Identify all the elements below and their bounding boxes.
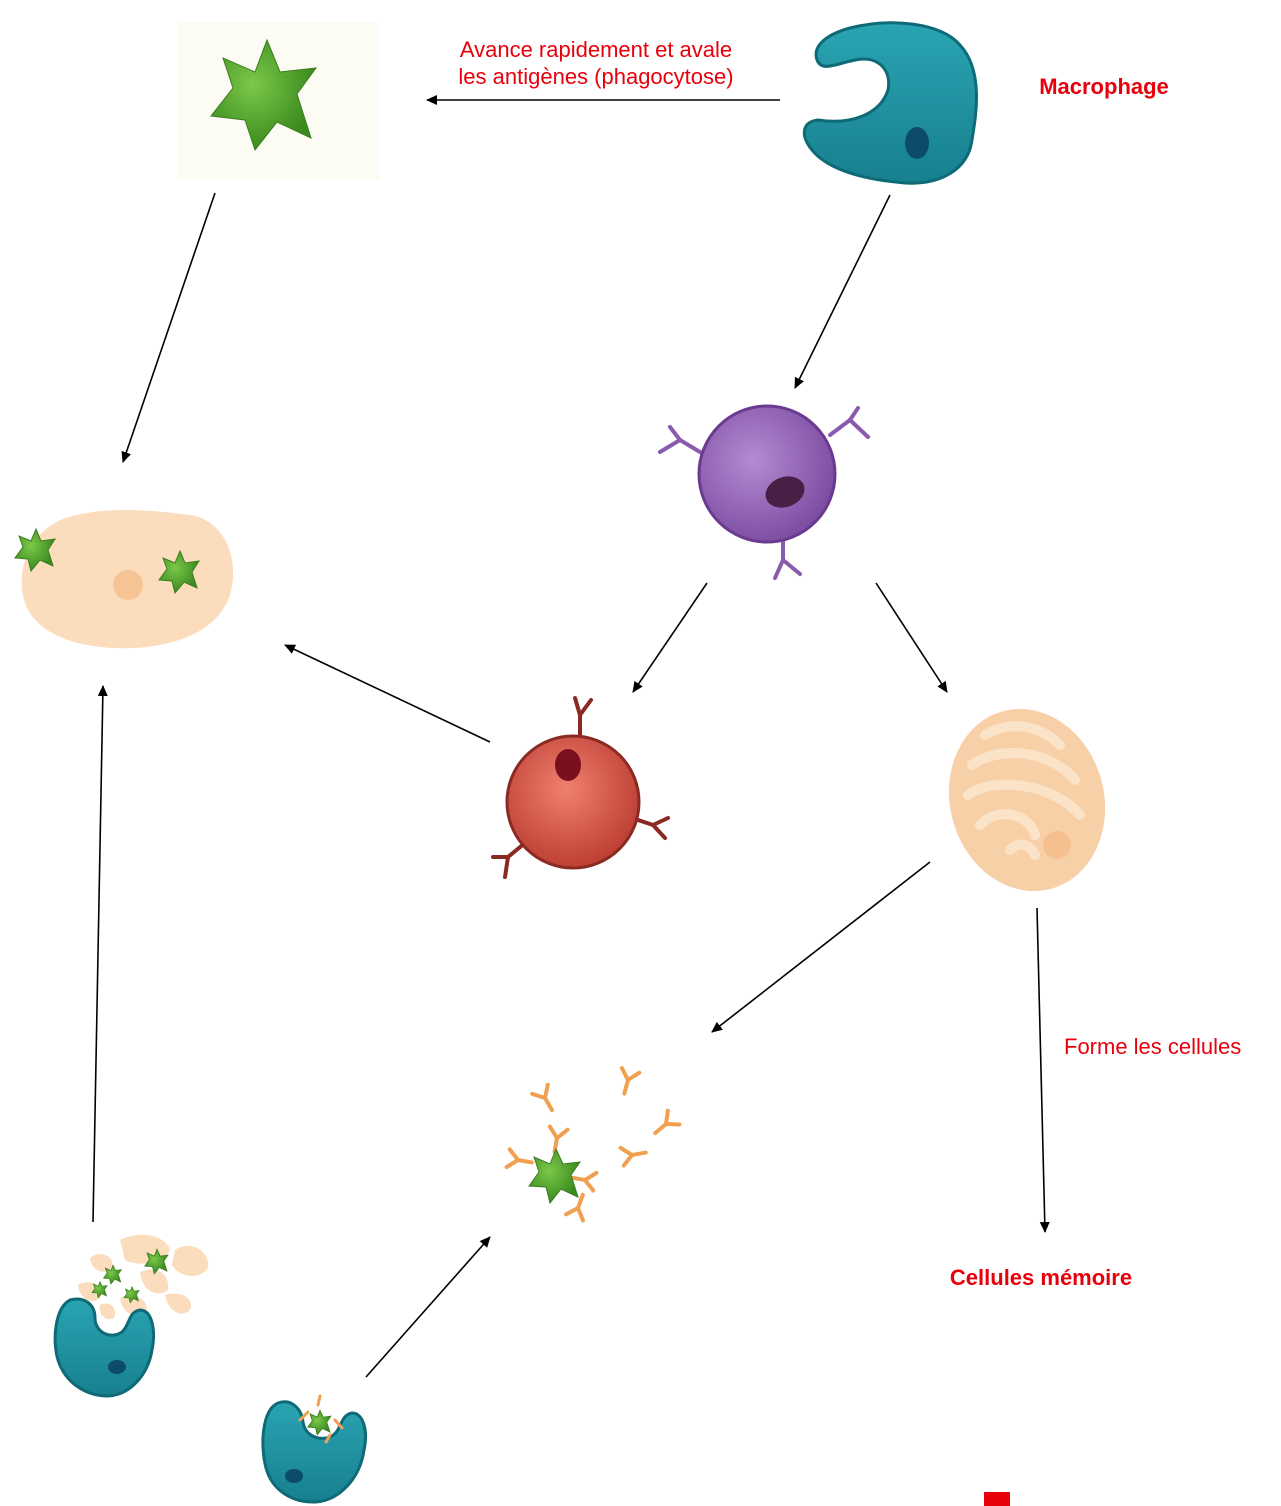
antigen-star-icon — [307, 1409, 332, 1436]
antibody-icon — [653, 1108, 682, 1135]
antibody-icon — [547, 1124, 570, 1154]
red-marker — [984, 1492, 1010, 1506]
antigen-star-icon — [102, 1264, 123, 1285]
macrophage-cell — [802, 21, 978, 185]
antibody-icon — [569, 1170, 599, 1193]
antibody-icon — [564, 1192, 586, 1223]
plasma-cell — [948, 708, 1106, 892]
antibody-icon — [618, 1145, 648, 1168]
antigen-cell — [178, 22, 380, 180]
macrophage-body — [802, 21, 978, 185]
phagocytose-label-line2: les antigènes (phagocytose) — [458, 64, 733, 89]
macrophage-label: Macrophage — [1039, 74, 1169, 99]
lymphocyte-purple — [658, 404, 870, 580]
antibody-icon — [504, 1147, 534, 1170]
t-cell-red-body — [505, 734, 641, 870]
antigen-star-icon — [158, 549, 201, 595]
antibody-icon — [530, 1082, 554, 1113]
antigen-star-icon — [210, 38, 318, 152]
arrow-antigen-to-infected-cell — [121, 192, 216, 463]
arrow-plasma-to-antibodies — [711, 861, 931, 1033]
lymphocyte-purple-body — [697, 404, 837, 544]
arrow-plasma-to-memory — [1036, 907, 1050, 1233]
plasma-cell-er — [963, 721, 1085, 860]
arrow-macrophage-complex-to-antibodies — [365, 1236, 491, 1378]
debris-fragments — [78, 1234, 209, 1320]
antigen-star-icon — [144, 1248, 169, 1275]
macrophage-debris-body — [53, 1297, 155, 1398]
macrophage-debris-nucleus — [108, 1360, 126, 1374]
forme-les-cellules-label: Forme les cellules — [1064, 1034, 1241, 1059]
phagocytose-label-line1: Avance rapidement et avale — [460, 37, 732, 62]
arrow-lymphocyte-to-t-cell — [632, 582, 708, 693]
arrows — [92, 95, 1050, 1378]
antigen-star-icon — [528, 1147, 582, 1205]
antigen-star-icon — [14, 527, 57, 573]
antibodies-cluster — [504, 1066, 682, 1223]
arrow-macrophage-debris-to-infected-cell — [92, 685, 108, 1223]
arrow-macrophage-to-lymphocyte — [794, 194, 891, 389]
macrophage-debris — [53, 1234, 209, 1398]
arrow-t-cell-to-infected-cell — [284, 644, 491, 743]
t-cell-red — [491, 696, 670, 879]
infected-cell-nucleus — [113, 570, 143, 600]
macrophage-complex — [261, 1394, 367, 1504]
antigen-star-icon — [91, 1280, 108, 1299]
cellules-memoire-label: Cellules mémoire — [950, 1265, 1132, 1290]
plasma-cell-nucleus — [1043, 831, 1071, 859]
antibody-icon — [298, 1394, 344, 1444]
antibody-icon — [619, 1066, 642, 1096]
lymphocyte-purple-nucleus — [765, 476, 805, 508]
arrow-lymphocyte-to-plasma-cell — [875, 582, 948, 693]
infected-cell — [14, 510, 234, 649]
macrophage-nucleus — [905, 127, 929, 159]
receptor-icon — [658, 406, 870, 580]
t-cell-red-nucleus — [555, 749, 581, 781]
antigen-star-icon — [123, 1285, 140, 1304]
macrophage-complex-nucleus — [285, 1469, 303, 1483]
